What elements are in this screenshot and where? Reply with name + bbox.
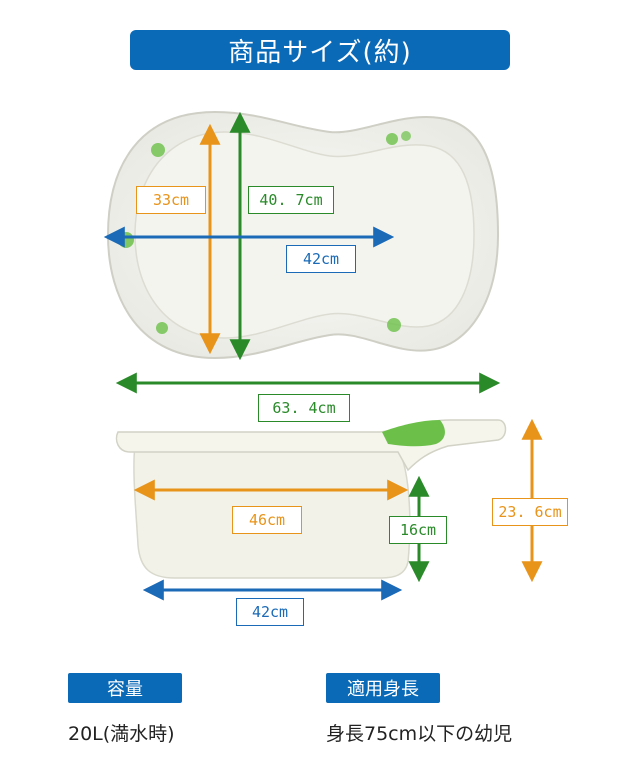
bottom-length-label: 46cm [232,506,302,534]
capacity-value: 20L(満水時) [68,723,175,745]
depth-label: 33cm [136,186,206,214]
inner-height-label: 16cm [389,516,447,544]
usage-value: 身長75cm以下の幼児 [326,723,513,745]
tub-top-view [106,110,500,360]
width-label: 40. 7cm [248,186,334,214]
tub-side-view [115,419,507,579]
inner-length-label: 42cm [286,245,356,273]
capacity-heading: 容量 [68,673,182,703]
base-length-label: 42cm [236,598,304,626]
total-height-label: 23. 6cm [492,498,568,526]
usage-heading: 適用身長 [326,673,440,703]
page-title: 商品サイズ(約) [130,30,510,70]
total-length-label: 63. 4cm [258,394,350,422]
